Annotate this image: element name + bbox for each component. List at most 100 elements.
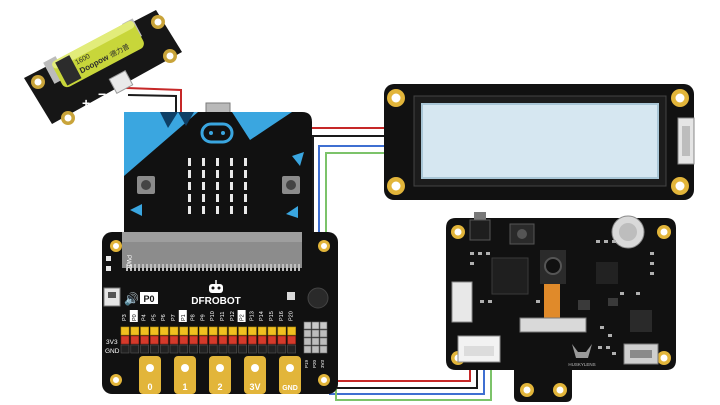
led: [216, 158, 219, 166]
gold-pad-label: GND: [282, 385, 298, 392]
header-pin: [159, 326, 169, 336]
header-pin: [248, 335, 257, 345]
side-header-pin: [319, 329, 328, 338]
header-pin: [287, 326, 296, 336]
battery-cell: 1600 Doopow 德力普: [52, 20, 144, 88]
camera-flex-cable: [544, 284, 560, 324]
expansion-pcb: [102, 232, 338, 394]
gold-pad-label: 1: [182, 382, 187, 392]
gold-pad[interactable]: [244, 356, 266, 394]
header-pin: [238, 335, 247, 345]
row-label-3v3: 3V3: [106, 339, 118, 346]
microbit-board: [124, 102, 312, 232]
header-pin: [199, 344, 208, 354]
side-header-pin: [303, 345, 312, 354]
led: [202, 194, 205, 202]
led: [216, 206, 219, 214]
led: [202, 206, 205, 214]
wire-battery-red: [125, 87, 182, 112]
header-pin: [150, 344, 159, 354]
led: [230, 194, 233, 202]
led: [188, 194, 191, 202]
header-pin: [140, 335, 149, 345]
side-header-pin: [303, 329, 312, 338]
header-pin: [208, 344, 218, 354]
header-pin: [228, 344, 238, 354]
side-header: [303, 321, 328, 354]
pin-label: P4: [142, 314, 148, 321]
gold-pad-label: 3V: [249, 382, 260, 392]
led: [188, 158, 191, 166]
led: [244, 182, 247, 190]
pin-label: P3: [122, 314, 128, 321]
button-a[interactable]: [137, 176, 155, 194]
header-pin: [120, 335, 130, 345]
header-pin: [287, 335, 296, 345]
side-pin-label: P19: [304, 359, 309, 368]
led: [244, 194, 247, 202]
brand-label: DFROBOT: [191, 296, 240, 307]
lcd-module: [384, 84, 695, 200]
header-pin: [277, 326, 287, 336]
function-button[interactable]: [469, 212, 491, 241]
microbit-logo: [200, 122, 234, 144]
gold-pad[interactable]: [174, 356, 196, 394]
led-matrix: [188, 158, 247, 214]
gold-pad[interactable]: [279, 356, 301, 394]
pin-label: P7: [171, 314, 177, 321]
button-b[interactable]: [282, 176, 300, 194]
side-header-pin: [319, 337, 328, 346]
huskylens-logo-icon: [572, 344, 592, 358]
header-pin: [267, 344, 277, 354]
header-pin: [130, 344, 140, 354]
header-pin: [257, 326, 267, 336]
header-pin: [228, 326, 238, 336]
learn-button[interactable]: [509, 223, 535, 245]
pwr-label: PWR: [125, 255, 131, 270]
gold-pad[interactable]: [139, 356, 161, 394]
header-pin: [140, 344, 149, 354]
row-label-gnd: GND: [105, 348, 120, 355]
pin-label: P5: [151, 314, 157, 321]
header-pin: [257, 344, 267, 354]
led: [244, 158, 247, 166]
header-pin: [179, 335, 189, 345]
gold-pad[interactable]: [209, 356, 231, 394]
pin-label: P2: [240, 314, 246, 321]
dfrobot-logo-icon: [209, 280, 223, 293]
led: [216, 194, 219, 202]
led: [230, 206, 233, 214]
header-pin: [130, 335, 140, 345]
pin-label: P16: [279, 311, 285, 321]
header-pin: [179, 326, 189, 336]
huskylens-components: [470, 240, 654, 355]
header-pin: [267, 326, 277, 336]
header-pin: [218, 326, 228, 336]
pwr-led: [106, 256, 111, 261]
header-pin: [140, 326, 149, 336]
battery-plus-sign: +: [82, 95, 90, 111]
pin-label: P6: [161, 314, 167, 321]
side-header-pin: [311, 321, 320, 330]
header-pin: [257, 335, 267, 345]
header-pin: [228, 335, 238, 345]
header-pin: [169, 344, 179, 354]
header-pin: [208, 335, 218, 345]
header-pin: [120, 326, 130, 336]
header-pin: [150, 335, 159, 345]
pin-label: P10: [210, 311, 216, 321]
p0-label-box: [140, 292, 158, 304]
side-header-pin: [303, 337, 312, 346]
header-pin: [218, 335, 228, 345]
header-pin: [150, 326, 159, 336]
led: [202, 158, 205, 166]
gold-pad-label: 0: [147, 382, 152, 392]
side-header-pin: [319, 345, 328, 354]
header-pin: [208, 326, 218, 336]
battery-connector: [108, 70, 134, 94]
battery-minus-sign: −: [98, 86, 106, 102]
header-pin: [199, 335, 208, 345]
pin-label: P0: [132, 314, 138, 321]
edge-connector-teeth: [126, 264, 300, 271]
